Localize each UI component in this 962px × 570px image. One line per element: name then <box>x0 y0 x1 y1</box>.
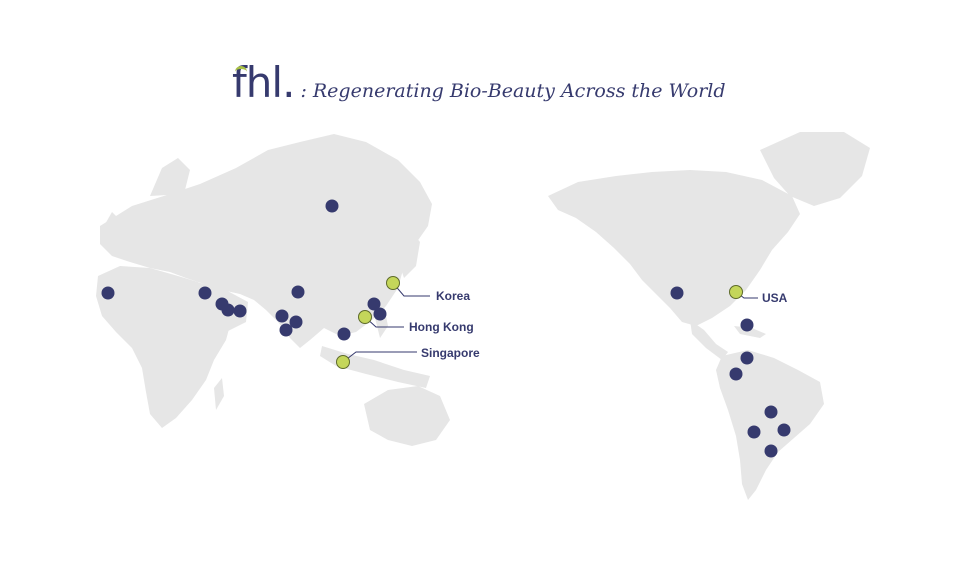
uk-land <box>104 212 120 236</box>
greenland-land <box>760 132 870 206</box>
land-masses <box>96 132 870 500</box>
market-label-korea: Korea <box>436 289 470 303</box>
south-america-land <box>716 350 824 500</box>
market-dot <box>373 307 387 321</box>
market-dot <box>233 304 247 318</box>
header: fhl. : Regenerating Bio-Beauty Across th… <box>232 62 726 114</box>
central-america-land <box>690 320 728 360</box>
highlight-dot-korea <box>386 276 400 290</box>
madagascar-land <box>214 378 224 410</box>
market-dot <box>101 286 115 300</box>
japan-land <box>400 230 420 278</box>
market-dots <box>101 199 791 458</box>
highlight-dot-hong-kong <box>358 310 372 324</box>
market-dot <box>729 367 743 381</box>
market-label-usa: USA <box>762 291 788 305</box>
market-dot <box>198 286 212 300</box>
market-dot <box>670 286 684 300</box>
market-dot <box>325 199 339 213</box>
eurasia-land <box>100 134 432 348</box>
market-dot <box>291 285 305 299</box>
highlight-dot-singapore <box>336 355 350 369</box>
market-dot <box>367 297 381 311</box>
africa-land <box>96 266 232 428</box>
market-label-singapore: Singapore <box>421 346 480 360</box>
market-dot <box>747 425 761 439</box>
market-dot <box>275 309 289 323</box>
logo-accent-mark <box>235 66 247 75</box>
market-dot <box>279 323 293 337</box>
tagline: : Regenerating Bio-Beauty Across the Wor… <box>300 80 726 102</box>
market-dot <box>221 303 235 317</box>
market-dot <box>764 405 778 419</box>
market-dot <box>777 423 791 437</box>
logo-dot: . <box>282 58 295 107</box>
market-dot <box>764 444 778 458</box>
market-dot <box>289 315 303 329</box>
australia-land <box>364 386 450 446</box>
market-dot <box>337 327 351 341</box>
highlight-dot-usa <box>729 285 743 299</box>
market-dot <box>740 351 754 365</box>
scandinavia-land <box>150 158 190 196</box>
indonesia-land <box>320 346 430 388</box>
market-dot <box>740 318 754 332</box>
market-label-hong-kong: Hong Kong <box>409 320 474 334</box>
fhl-logo: fhl. <box>232 62 295 104</box>
